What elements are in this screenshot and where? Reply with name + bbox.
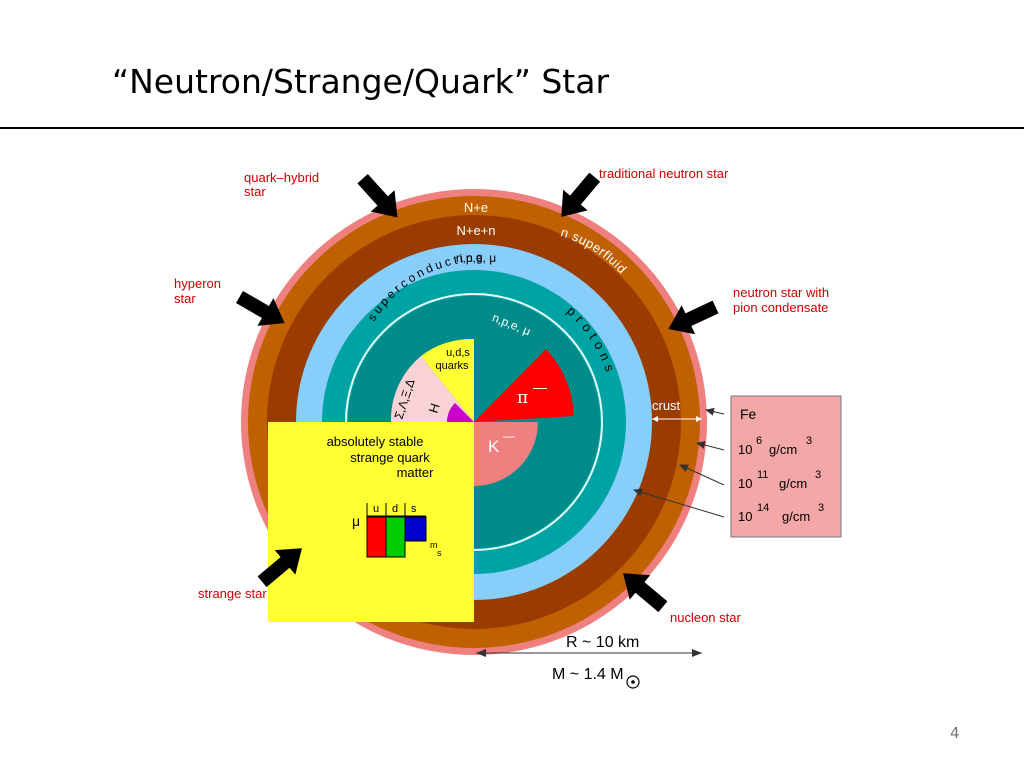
h-dibaryon-sector bbox=[447, 403, 474, 422]
hyperon-label-2: star bbox=[174, 291, 196, 306]
density-pointer-3 bbox=[633, 488, 725, 518]
strange-star-label: strange star bbox=[198, 586, 267, 601]
pion-condensate-label-2: pion condensate bbox=[733, 300, 828, 315]
ms-subscript: s bbox=[437, 548, 442, 558]
density3-unit: g/cm bbox=[782, 509, 810, 524]
pion-charge: — bbox=[533, 379, 547, 395]
ne-layer-label: N+e bbox=[464, 200, 488, 215]
density1-base: 10 bbox=[738, 442, 752, 457]
hyperon-label: hyperon bbox=[174, 276, 221, 291]
density2-exp: 11 bbox=[757, 469, 768, 481]
strange-matter-line3: matter bbox=[397, 465, 435, 480]
density3-exp: 14 bbox=[757, 502, 769, 514]
kaon-charge: — bbox=[503, 429, 515, 443]
crust-arrow-right bbox=[696, 416, 702, 422]
quark-hybrid-arrow bbox=[357, 173, 398, 218]
u-quark-label: u bbox=[373, 503, 379, 515]
quark-sector bbox=[421, 338, 474, 422]
density1-unit: g/cm bbox=[769, 442, 797, 457]
u-quark-bar bbox=[366, 516, 387, 558]
title-divider bbox=[0, 127, 1024, 129]
density2-unit-exp: 3 bbox=[815, 469, 821, 481]
page-number: 4 bbox=[950, 724, 960, 742]
radius-arrow-right bbox=[692, 649, 702, 657]
crust-label: crust bbox=[652, 398, 681, 413]
mass-label: M ~ 1.4 M bbox=[552, 666, 624, 683]
ms-label: m bbox=[430, 540, 438, 550]
nucleon-star-arrow bbox=[623, 573, 668, 613]
nucleon-star-label: nucleon star bbox=[670, 610, 741, 625]
quark-hybrid-label-2: star bbox=[244, 184, 266, 199]
pion-sector bbox=[474, 349, 574, 422]
strange-matter-line2: strange quark bbox=[350, 450, 430, 465]
quark-hybrid-label: quark–hybrid bbox=[244, 170, 319, 185]
radius-label: R ~ 10 km bbox=[566, 634, 639, 651]
kaon-label: K bbox=[488, 437, 500, 456]
sun-symbol bbox=[626, 675, 640, 689]
density2-base: 10 bbox=[738, 476, 752, 491]
strange-matter-line1: absolutely stable bbox=[327, 434, 424, 449]
density1-exp: 6 bbox=[756, 435, 762, 447]
density-pointer-fe bbox=[705, 407, 725, 416]
crust-arrow-left bbox=[652, 416, 658, 422]
slide-title: “Neutron/Strange/Quark” Star bbox=[112, 62, 610, 101]
kaon-sector bbox=[474, 422, 538, 486]
hyperon-arrow bbox=[235, 290, 285, 326]
uds-label: u,d,s bbox=[446, 347, 470, 359]
strange-star-arrow bbox=[257, 548, 302, 588]
density-pointer-1 bbox=[696, 441, 725, 451]
traditional-arrow bbox=[561, 172, 601, 217]
mu-symbol: μ bbox=[352, 513, 360, 529]
density-pointer-2 bbox=[679, 464, 725, 486]
s-quark-label: s bbox=[411, 503, 417, 515]
radius-arrow-left bbox=[476, 649, 486, 657]
d-quark-bar bbox=[385, 516, 406, 558]
fe-label: Fe bbox=[740, 406, 757, 422]
pion-condensate-arrow bbox=[668, 300, 719, 335]
quarks-label: quarks bbox=[435, 360, 469, 372]
pion-label: π bbox=[517, 388, 528, 408]
density3-base: 10 bbox=[738, 509, 752, 524]
density-box bbox=[730, 395, 842, 538]
pion-condensate-label: neutron star with bbox=[733, 285, 829, 300]
density1-unit-exp: 3 bbox=[806, 435, 812, 447]
s-quark-bar bbox=[404, 516, 427, 542]
sun-symbol-dot bbox=[631, 680, 635, 684]
density2-unit: g/cm bbox=[779, 476, 807, 491]
density3-unit-exp: 3 bbox=[818, 502, 824, 514]
nen-layer-label: N+e+n bbox=[456, 223, 495, 238]
npe-mu-outer-label: n,p,e, μ bbox=[456, 251, 496, 265]
d-quark-label: d bbox=[392, 503, 398, 515]
h-label: H bbox=[426, 401, 443, 415]
traditional-label: traditional neutron star bbox=[599, 166, 729, 181]
